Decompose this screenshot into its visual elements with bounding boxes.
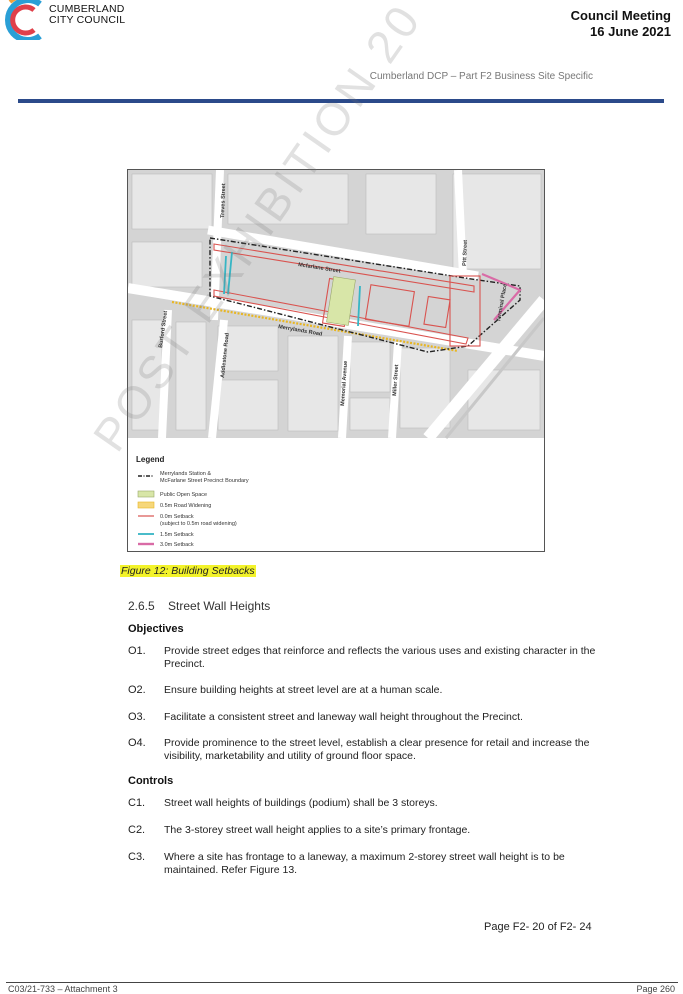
legend-title: Legend xyxy=(136,455,165,464)
meeting-page-number: Page 260 xyxy=(636,984,675,994)
objective-text: Facilitate a consistent street and lanew… xyxy=(164,711,523,723)
street-label-memorial: Memorial Avenue xyxy=(340,361,349,406)
meeting-date: 16 June 2021 xyxy=(590,24,671,39)
org-name-line1: CUMBERLAND xyxy=(49,3,125,15)
legend-0m-setback-label: 0.0m Setback xyxy=(160,514,194,520)
attachment-label: C03/21-733 – Attachment 3 xyxy=(8,984,118,994)
objective-code: O2. xyxy=(128,684,146,696)
street-label-burford: Burford Street xyxy=(158,310,169,348)
objective-text: Provide prominence to the street level, … xyxy=(164,737,590,762)
legend-1-5m-setback-label: 1.5m Setback xyxy=(160,532,194,538)
section-heading: 2.6.5 Street Wall Heights xyxy=(128,599,271,613)
setbacks-map-figure: Mcfarlane Street Merrylands Road Treves … xyxy=(127,169,545,552)
objective-text: Provide street edges that reinforce and … xyxy=(164,645,596,670)
figure-caption: Figure 12: Building Setbacks xyxy=(120,565,256,577)
objective-code: O4. xyxy=(128,737,146,749)
objective-text: Ensure building heights at street level … xyxy=(164,684,443,696)
legend-open-space-label: Public Open Space xyxy=(160,492,207,498)
controls-heading: Controls xyxy=(128,775,174,787)
public-open-space xyxy=(326,276,356,326)
legend-0m-setback-note: (subject to 0.5m road widening) xyxy=(160,521,237,527)
control-text: Where a site has frontage to a laneway, … xyxy=(164,851,565,876)
street-label-pitt: Pitt Street xyxy=(462,240,469,266)
legend-boundary-label: Merrylands Station & xyxy=(160,471,211,477)
council-logo xyxy=(0,0,46,43)
header-divider xyxy=(18,99,664,103)
control-code: C2. xyxy=(128,824,146,836)
document-title: Cumberland DCP – Part F2 Business Site S… xyxy=(369,71,593,82)
legend-road-widening-label: 0.5m Road Widening xyxy=(160,503,211,509)
org-name-line2: CITY COUNCIL xyxy=(49,14,126,26)
objective-code: O3. xyxy=(128,711,146,723)
setbacks-map: Mcfarlane Street Merrylands Road Treves … xyxy=(128,170,544,548)
org-name: CUMBERLAND CITY COUNCIL xyxy=(49,4,125,26)
legend: Merrylands Station & McFarlane Street Pr… xyxy=(137,471,249,548)
setback-3m xyxy=(481,272,522,321)
control-code: C1. xyxy=(128,797,146,809)
control-text: Street wall heights of buildings (podium… xyxy=(164,797,438,809)
control-code: C3. xyxy=(128,851,146,863)
objectives-heading: Objectives xyxy=(128,623,184,635)
meeting-info: Council Meeting 16 June 2021 xyxy=(571,8,671,40)
street-label-miller: Miller Street xyxy=(392,364,400,396)
legend-3m-setback-label: 3.0m Setback xyxy=(160,542,194,548)
meeting-title: Council Meeting xyxy=(570,8,671,23)
page-number: Page F2- 20 of F2- 24 xyxy=(484,921,592,933)
control-text: The 3-storey street wall height applies … xyxy=(164,824,471,836)
street-label-treves: Treves Street xyxy=(220,183,227,218)
footer-divider xyxy=(6,982,678,983)
street-label-addlestone: Addlestone Road xyxy=(220,333,231,379)
legend-boundary-label-2: McFarlane Street Precinct Boundary xyxy=(160,478,249,484)
objective-code: O1. xyxy=(128,645,146,657)
